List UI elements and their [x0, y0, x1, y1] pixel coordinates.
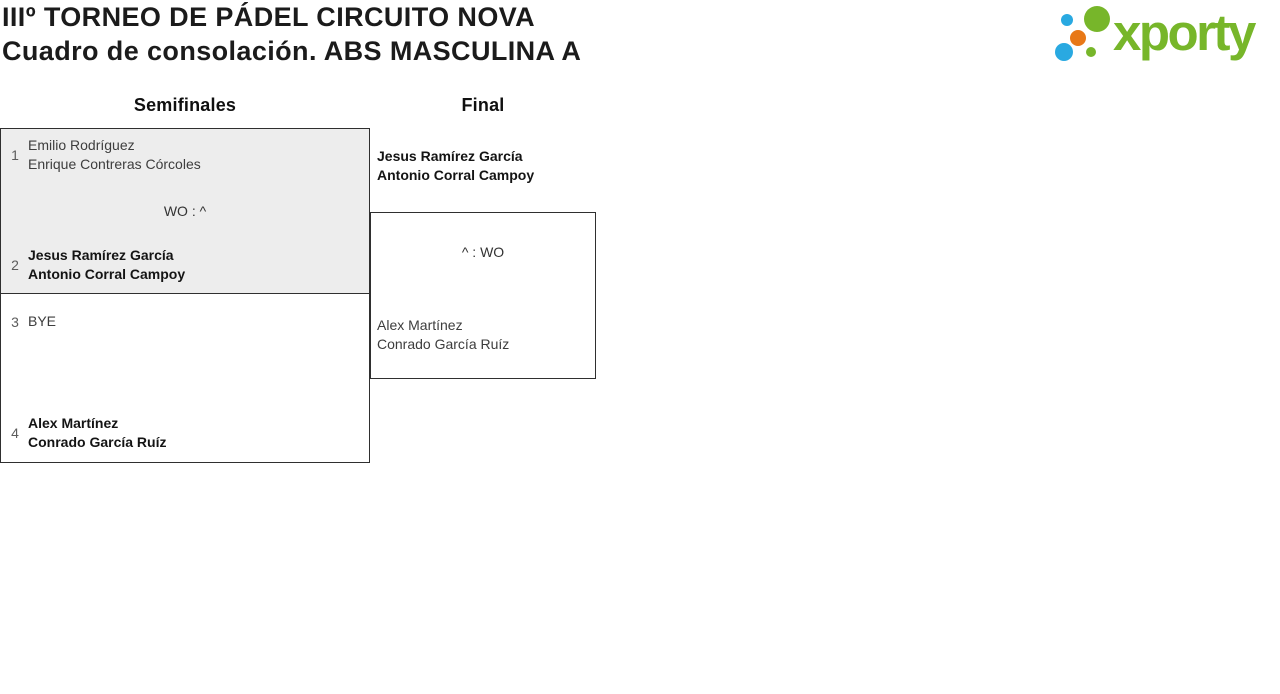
page-title-line1: IIIº TORNEO DE PÁDEL CIRCUITO NOVA: [2, 2, 536, 32]
player-name: Alex Martínez: [377, 317, 463, 333]
player-name: Jesus Ramírez García: [377, 148, 523, 164]
logo-dot-orange-icon: [1070, 30, 1086, 46]
team-players: BYE: [28, 312, 56, 331]
logo-dot-blue-big-icon: [1055, 43, 1073, 61]
logo-dot-blue-small-icon: [1061, 14, 1073, 26]
semifinal-match-2: 3 BYE 4 Alex Martínez Conrado García Ruí…: [0, 293, 370, 463]
player-name: Jesus Ramírez García: [28, 247, 174, 263]
seed-number: 4: [11, 425, 19, 441]
semifinal-match-1: 1 Emilio Rodríguez Enrique Contreras Cór…: [0, 128, 370, 294]
page-title-line2: Cuadro de consolación. ABS MASCULINA A: [2, 36, 582, 66]
column-header-final: Final: [461, 95, 505, 115]
team-entry-seed3: 3 BYE: [8, 312, 361, 331]
seed-number: 3: [11, 313, 19, 330]
player-name: Emilio Rodríguez: [28, 137, 135, 153]
final-team-bottom: Alex Martínez Conrado García Ruíz: [377, 316, 509, 354]
player-name: Antonio Corral Campoy: [377, 167, 535, 183]
player-name: Conrado García Ruíz: [28, 434, 167, 450]
logo-wordmark: xporty: [1113, 4, 1256, 61]
page-title: IIIº TORNEO DE PÁDEL CIRCUITO NOVA Cuadr…: [2, 0, 581, 68]
column-header-semifinales: Semifinales: [133, 95, 237, 115]
team-entry-seed4: 4 Alex Martínez Conrado García Ruíz: [8, 414, 361, 452]
player-name: Antonio Corral Campoy: [28, 266, 186, 282]
seed-number: 2: [11, 257, 19, 273]
logo-dot-green-big-icon: [1084, 6, 1110, 32]
player-name: Enrique Contreras Córcoles: [28, 156, 201, 172]
team-players-winner: Jesus Ramírez García Antonio Corral Camp…: [28, 246, 185, 284]
seed-number: 1: [11, 147, 19, 163]
final-score: ^ : WO: [461, 244, 505, 260]
team-entry-seed2: 2 Jesus Ramírez García Antonio Corral Ca…: [8, 246, 361, 284]
player-name: BYE: [28, 313, 57, 329]
player-name: Conrado García Ruíz: [377, 336, 510, 352]
team-entry-seed1: 1 Emilio Rodríguez Enrique Contreras Cór…: [8, 136, 361, 174]
logo-dot-green-small-icon: [1086, 47, 1096, 57]
final-team-top: Jesus Ramírez García Antonio Corral Camp…: [377, 147, 534, 185]
xporty-logo[interactable]: xporty: [1048, 0, 1280, 72]
team-players-winner: Alex Martínez Conrado García Ruíz: [28, 414, 166, 452]
final-match-box: ^ : WO Alex Martínez Conrado García Ruíz: [370, 212, 596, 379]
team-players: Emilio Rodríguez Enrique Contreras Córco…: [28, 136, 201, 174]
player-name: Alex Martínez: [28, 415, 119, 431]
match-score: WO : ^: [163, 203, 207, 219]
